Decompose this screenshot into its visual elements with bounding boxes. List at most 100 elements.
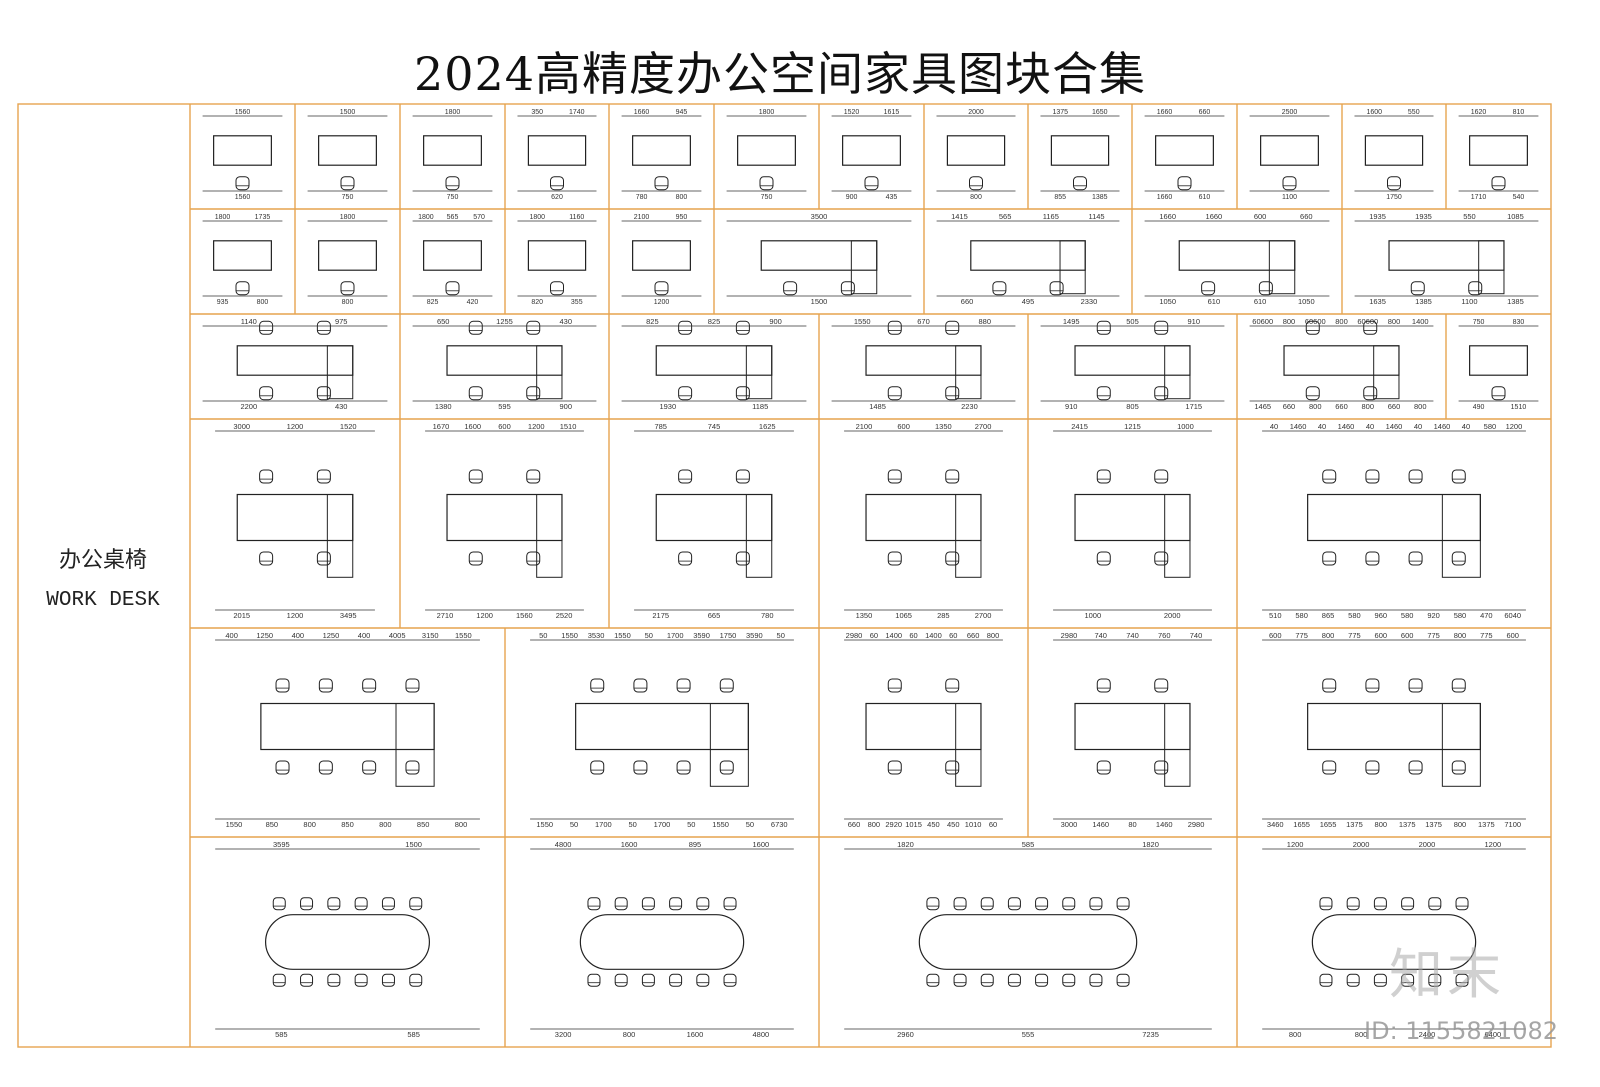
dimension-label: 1200: [1506, 422, 1523, 431]
dimension-label: 800: [970, 194, 982, 201]
dimension-label: 810: [1513, 109, 1525, 116]
desk-outline: [632, 135, 691, 166]
desk-return: [536, 494, 563, 578]
chair-icon: [275, 760, 290, 775]
dimension-label: 775: [1295, 631, 1308, 640]
chair-icon: [468, 386, 483, 401]
dimension-label: 1165: [1043, 212, 1059, 221]
dimension-label: 670: [917, 317, 930, 326]
dimension-label: 430: [335, 402, 348, 411]
desk-outline: [842, 135, 901, 166]
dimension-label: 1750: [1386, 194, 1402, 201]
dimension-label: 3500: [811, 212, 828, 221]
dimension-label: 1460: [1156, 820, 1173, 829]
dimension-label: 1700: [654, 820, 671, 829]
dimension-label: 2710: [437, 611, 454, 620]
dimension-label: 800: [455, 820, 468, 829]
chair-icon: [275, 678, 290, 693]
chair-icon: [1363, 386, 1378, 401]
chair-icon: [235, 281, 250, 296]
desk-outline: [1260, 135, 1319, 166]
chair-icon: [316, 320, 331, 335]
desk-outline: [737, 135, 796, 166]
chair-icon: [381, 973, 395, 987]
chair-icon: [1373, 897, 1387, 911]
desk-return: [1059, 240, 1086, 295]
dimension-label: 950: [676, 214, 688, 221]
dimension-label: 1820: [1142, 840, 1159, 849]
chair-icon: [887, 551, 902, 566]
chair-icon: [1154, 469, 1169, 484]
chair-icon: [1451, 551, 1466, 566]
chair-icon: [587, 973, 601, 987]
dimension-label: 800: [257, 299, 269, 306]
desk-outline: [575, 702, 749, 751]
desk-outline: [865, 345, 982, 376]
dimension-label: 495: [1022, 297, 1035, 306]
dimension-label: 1200: [287, 611, 304, 620]
dimension-label: 1400: [1412, 317, 1429, 326]
chair-icon: [654, 281, 669, 296]
chair-icon: [678, 386, 693, 401]
dimension-label: 920: [1427, 611, 1440, 620]
chair-icon: [678, 551, 693, 566]
chair-icon: [1322, 469, 1337, 484]
chair-icon: [1410, 281, 1425, 296]
dimension-label: 1655: [1320, 820, 1337, 829]
dimension-label: 580: [1454, 611, 1467, 620]
dimension-label: 3000: [1061, 820, 1078, 829]
dimension-label: 1375: [1478, 820, 1495, 829]
dimension-label: 1800: [215, 214, 231, 221]
dimension-label: 600: [1401, 631, 1414, 640]
chair-icon: [1049, 281, 1064, 296]
chair-icon: [1096, 320, 1111, 335]
chair-icon: [590, 760, 605, 775]
dimension-label: 3150: [422, 631, 439, 640]
dimension-label: 1660: [1157, 109, 1173, 116]
chair-icon: [723, 973, 737, 987]
dimension-label: 1400: [925, 631, 942, 640]
dimension-label: 4800: [555, 840, 572, 849]
chair-icon: [590, 678, 605, 693]
watermark-id: ID: 1155821082: [1364, 1017, 1558, 1045]
dimension-label: 60600: [1252, 317, 1273, 326]
desk-outline: [1283, 345, 1400, 376]
dimension-label: 430: [560, 317, 573, 326]
chair-icon: [1373, 973, 1387, 987]
dimension-label: 2920: [885, 820, 902, 829]
chair-icon: [1035, 897, 1049, 911]
chair-icon: [926, 973, 940, 987]
desk-return: [326, 345, 354, 400]
chair-icon: [259, 386, 274, 401]
chair-icon: [945, 760, 960, 775]
dimension-label: 2000: [1353, 840, 1370, 849]
desk-outline: [318, 135, 377, 166]
chair-icon: [945, 551, 960, 566]
dimension-label: 1215: [1124, 422, 1141, 431]
chair-icon: [1089, 973, 1103, 987]
dimension-label: 1510: [560, 422, 577, 431]
dimension-label: 800: [1454, 631, 1467, 640]
dimension-label: 1800: [529, 214, 545, 221]
dimension-label: 1200: [528, 422, 545, 431]
desk-outline: [213, 135, 272, 166]
dimension-label: 435: [886, 194, 898, 201]
dimension-label: 800: [1454, 820, 1467, 829]
chair-icon: [1116, 973, 1130, 987]
chair-icon: [614, 897, 628, 911]
chair-icon: [1322, 551, 1337, 566]
dimension-label: 1660: [1206, 212, 1223, 221]
dimension-label: 850: [266, 820, 279, 829]
